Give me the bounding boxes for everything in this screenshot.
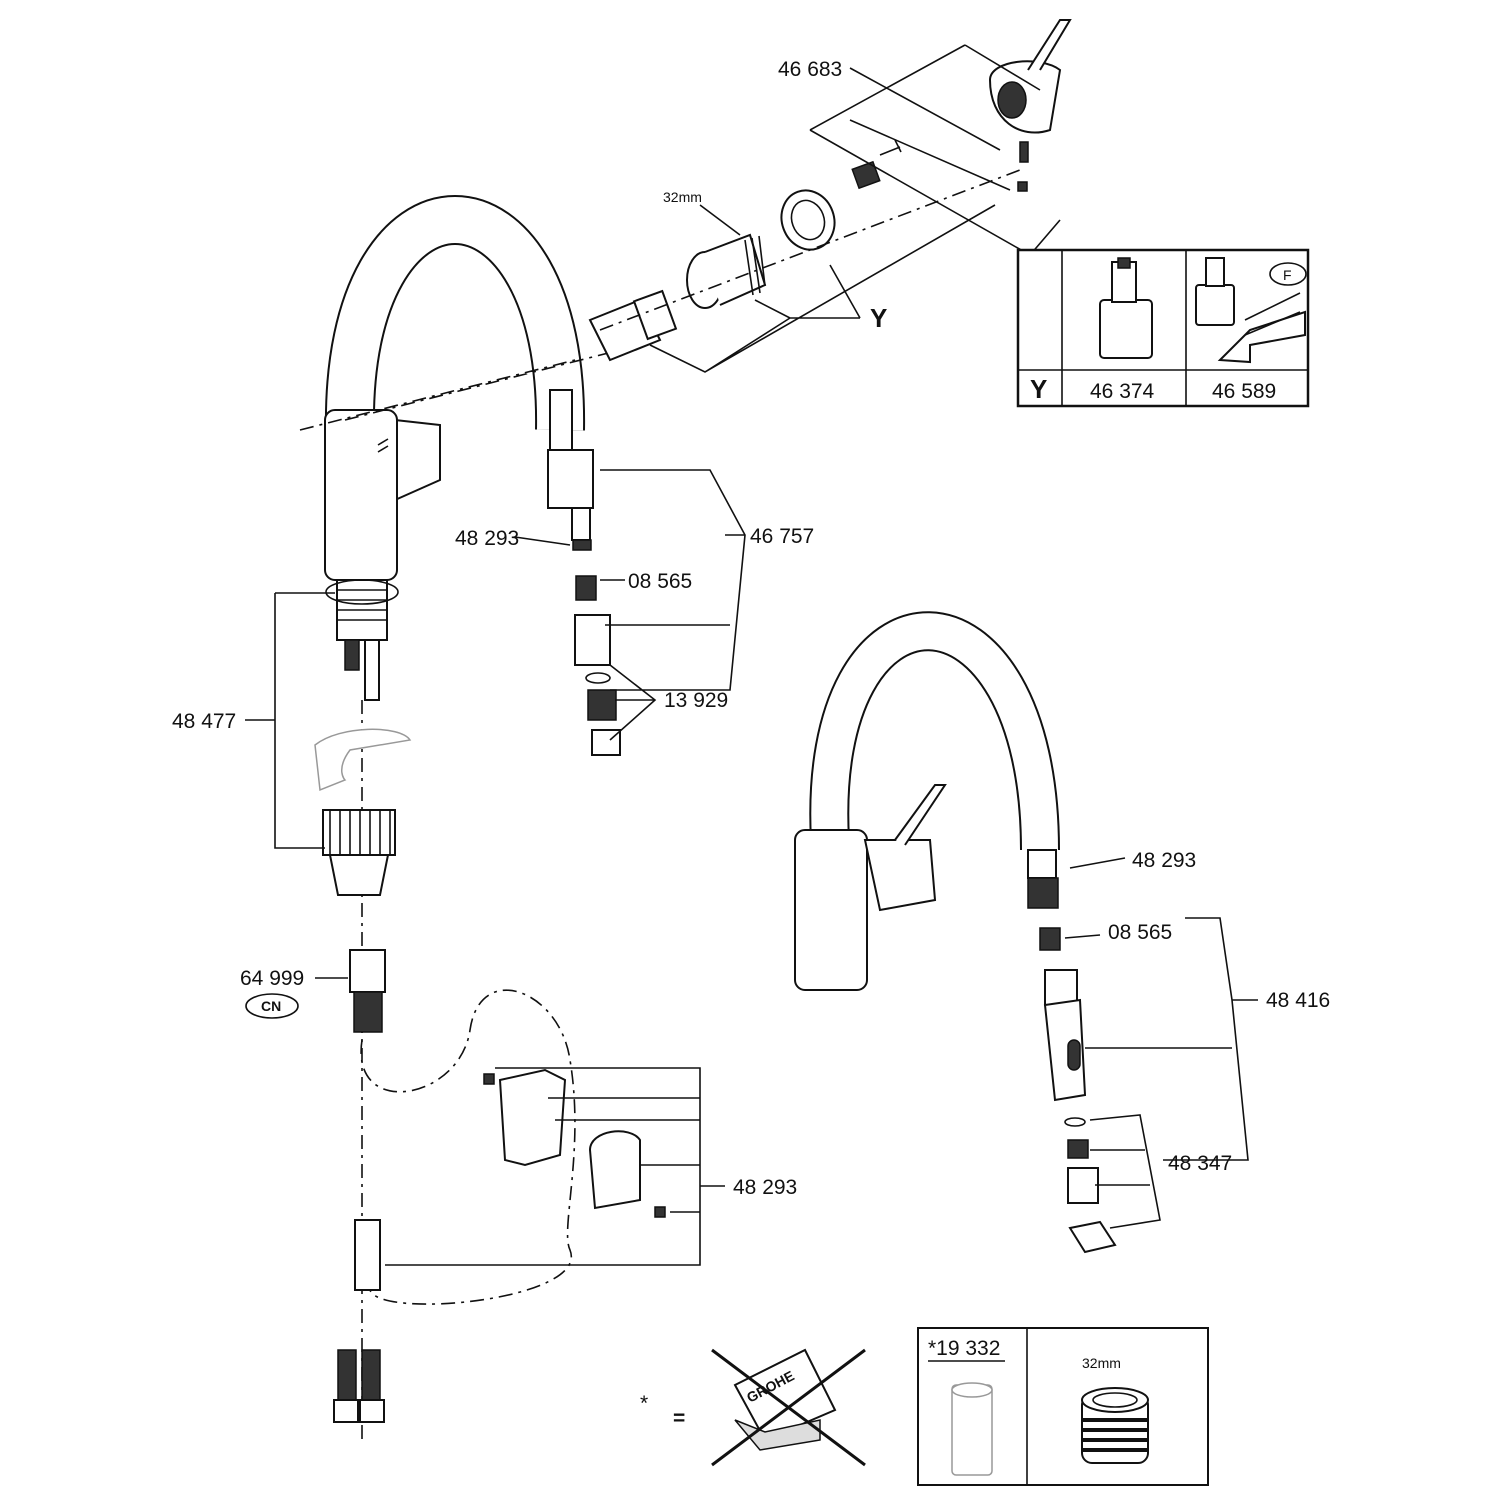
label-48293-guide: 48 293 xyxy=(733,1176,797,1199)
part-46374: 46 374 xyxy=(1090,380,1155,403)
label-64999: 64 999 xyxy=(240,967,304,990)
supply-hoses xyxy=(333,1349,385,1423)
adapter xyxy=(851,139,902,190)
equals-sign: = xyxy=(673,1407,685,1430)
badge-F-text: F xyxy=(1283,267,1292,283)
hose-parts xyxy=(547,389,621,756)
main-faucet xyxy=(324,195,586,701)
label-48477: 48 477 xyxy=(172,710,236,733)
label-48293-right: 48 293 xyxy=(1132,849,1196,872)
ring xyxy=(780,189,836,251)
leader-32mm xyxy=(699,204,741,236)
bonnet-nut xyxy=(686,233,767,309)
axis-line xyxy=(299,349,621,431)
crossed-out-package: GROHE xyxy=(711,1348,866,1467)
cartridge-46374-image xyxy=(1099,257,1153,359)
hose-path xyxy=(360,989,576,1305)
label-48347: 48 347 xyxy=(1168,1152,1232,1175)
leader-Y xyxy=(649,204,996,373)
nut-32mm-image xyxy=(1081,1387,1149,1464)
axis-line xyxy=(599,169,1021,331)
label-CN: CN xyxy=(261,998,281,1014)
label-32mm: 32mm xyxy=(663,189,702,205)
tool-box: *19 332 32mm xyxy=(917,1327,1209,1486)
label-08565: 08 565 xyxy=(628,570,692,593)
region-badge-CN xyxy=(245,993,299,1019)
label-48293-top: 48 293 xyxy=(455,527,519,550)
label-46683: 46 683 xyxy=(778,58,842,81)
cartridge-table: F Y 46 374 46 589 xyxy=(1016,248,1310,408)
cartridge-46589-image xyxy=(1195,257,1306,364)
lever-handle xyxy=(988,19,1072,192)
mounting-set xyxy=(245,592,412,896)
cartridge xyxy=(588,289,678,362)
label-Y: Y xyxy=(870,303,887,333)
label-08565-right: 08 565 xyxy=(1108,921,1172,944)
spray-head-parts xyxy=(1039,927,1117,1254)
quick-connector xyxy=(315,949,386,1033)
asterisk: * xyxy=(640,1392,648,1415)
hose-guide xyxy=(354,1067,725,1291)
wrench-tool-image xyxy=(951,1382,993,1476)
part-46589: 46 589 xyxy=(1212,380,1276,403)
leader-46683 xyxy=(809,44,1061,256)
label-48416: 48 416 xyxy=(1266,989,1330,1012)
label-46757: 46 757 xyxy=(750,525,814,548)
leader-hose xyxy=(514,469,746,741)
tool-size: 32mm xyxy=(1082,1355,1121,1371)
leader-right xyxy=(1064,857,1258,1229)
assembled-faucet xyxy=(794,611,1060,991)
table-row-label: Y xyxy=(1030,374,1047,404)
label-13929: 13 929 xyxy=(664,689,728,712)
badge-F xyxy=(1269,262,1307,286)
tool-part-number: *19 332 xyxy=(928,1337,1000,1360)
